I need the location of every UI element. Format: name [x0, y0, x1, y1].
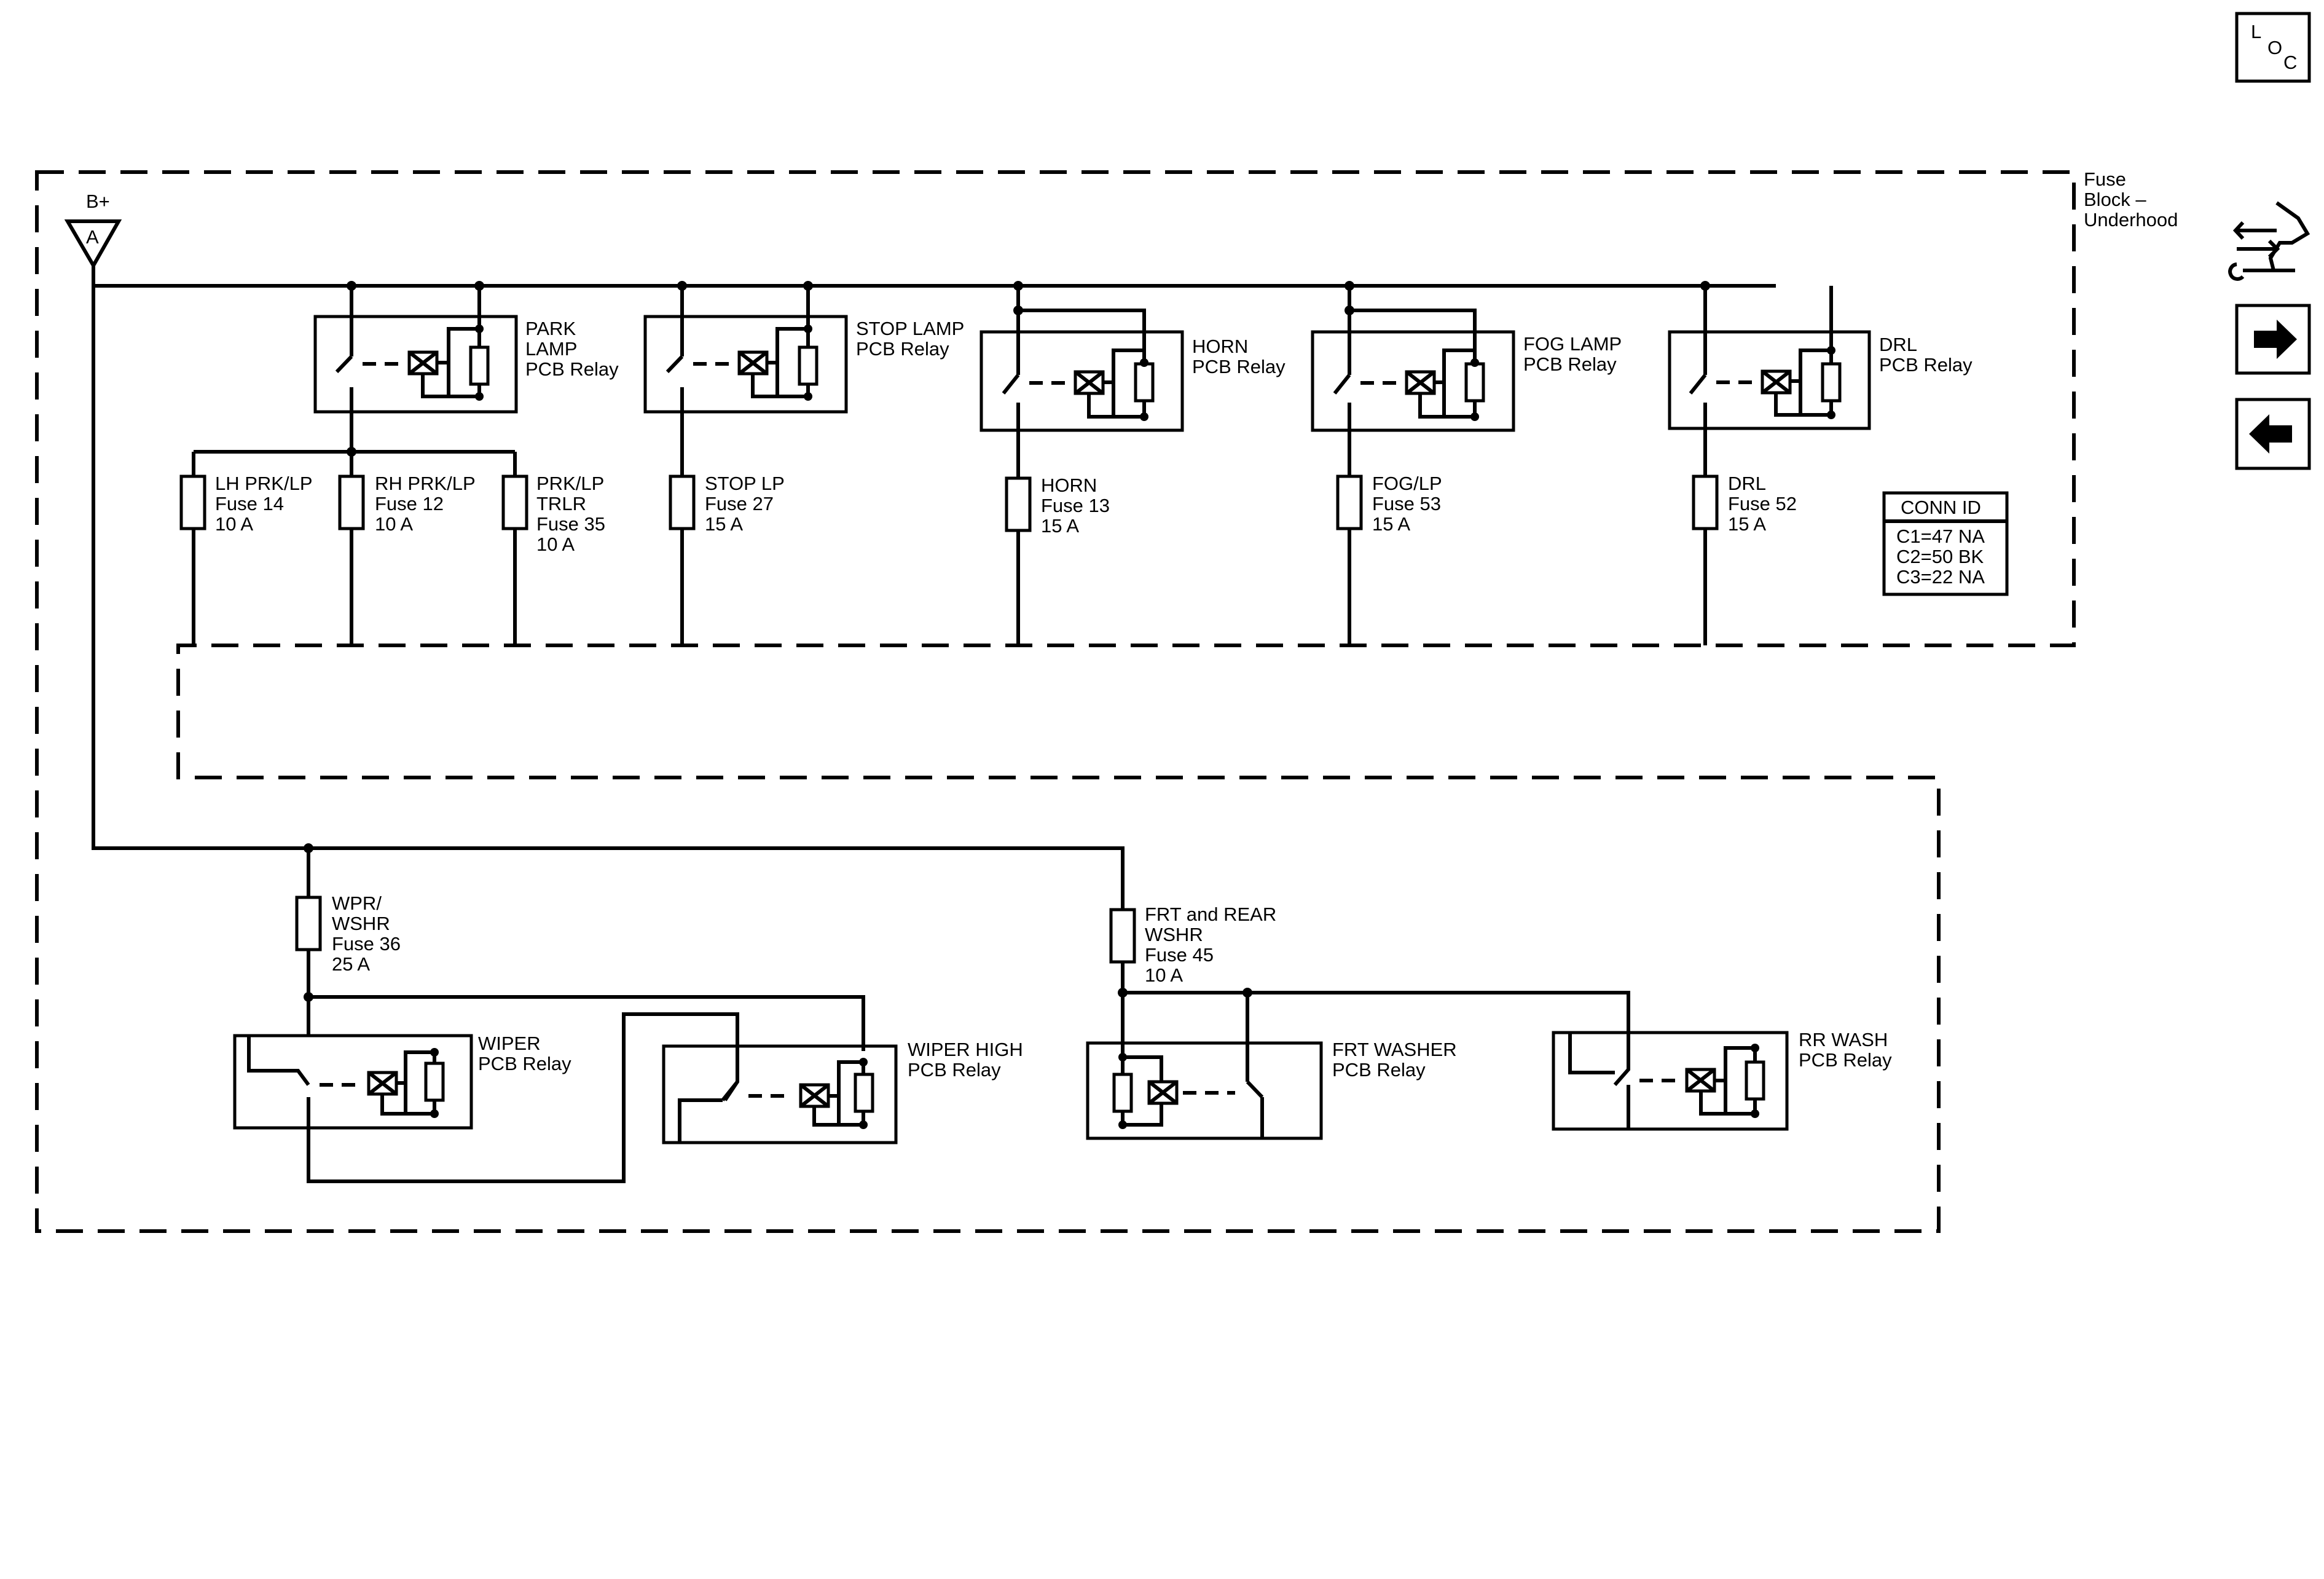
fog-fuse-label-3: 15 A — [1372, 513, 1410, 535]
drl-relay — [1668, 281, 1871, 645]
rr-wash-relay-label-2: PCB Relay — [1799, 1049, 1892, 1071]
prk-trlr-fuse-label-2: TRLR — [536, 493, 586, 514]
park-lamp-relay-label-1: PARK — [525, 318, 576, 339]
frt-rear-fuse-label-2: WSHR — [1145, 924, 1203, 945]
rh-prk-fuse-label-2: Fuse 12 — [375, 493, 444, 514]
wpr-fuse-label-3: Fuse 36 — [332, 933, 401, 955]
loc-icon-l: L — [2251, 21, 2261, 42]
frt-rear-fuse — [1109, 908, 1136, 964]
loc-button[interactable]: L O C — [2235, 12, 2311, 83]
park-lamp-relay — [192, 281, 518, 645]
wpr-fuse-label-1: WPR/ — [332, 892, 382, 914]
stop-lp-fuse-label-3: 15 A — [705, 513, 743, 535]
wiper-relay-label-1: WIPER — [478, 1033, 541, 1054]
rh-prk-fuse — [338, 474, 365, 530]
wpr-fuse-label-2: WSHR — [332, 913, 390, 934]
tool-icon[interactable] — [2228, 201, 2310, 281]
prk-trlr-fuse-label-1: PRK/LP — [536, 473, 604, 494]
loc-icon-o: O — [2267, 37, 2282, 58]
arrow-right-icon — [2254, 320, 2297, 359]
fog-lamp-relay-label-1: FOG LAMP — [1523, 333, 1622, 355]
wiper-high-relay-label-1: WIPER HIGH — [908, 1039, 1023, 1060]
wiper-high-relay-label-2: PCB Relay — [908, 1059, 1001, 1081]
stop-lamp-relay-label-1: STOP LAMP — [856, 318, 964, 339]
rr-wash-relay-label-1: RR WASH — [1799, 1029, 1888, 1050]
prk-trlr-fuse — [501, 474, 528, 530]
frt-rear-fuse-label-1: FRT and REAR — [1145, 904, 1276, 925]
conn-id-title: CONN ID — [1901, 497, 1981, 518]
wiper-relay-label-2: PCB Relay — [478, 1053, 571, 1074]
stop-lamp-relay-label-2: PCB Relay — [856, 338, 949, 360]
fog-lamp-relay-label-2: PCB Relay — [1523, 353, 1617, 375]
wpr-fuse-label-4: 25 A — [332, 953, 370, 975]
drl-relay-label-2: PCB Relay — [1879, 354, 1973, 376]
conn-id-c2: C2=50 BK — [1896, 546, 1984, 567]
main-wires — [92, 266, 1776, 910]
drl-relay-label-1: DRL — [1879, 334, 1917, 355]
stop-lp-fuse-label-1: STOP LP — [705, 473, 785, 494]
lh-prk-fuse-label-1: LH PRK/LP — [215, 473, 313, 494]
fuse-block-label-1: Fuse — [2084, 168, 2126, 190]
horn-fuse-label-2: Fuse 13 — [1041, 495, 1110, 516]
conn-id-c1: C1=47 NA — [1896, 526, 1985, 547]
fuse-block-label-2: Block – — [2084, 189, 2146, 210]
rh-prk-fuse-label-3: 10 A — [375, 513, 413, 535]
lh-prk-fuse-label-2: Fuse 14 — [215, 493, 284, 514]
drl-fuse-label-2: Fuse 52 — [1728, 493, 1797, 514]
source-label: B+ — [86, 191, 110, 212]
frt-washer-relay — [1086, 962, 1630, 1140]
horn-fuse — [1005, 476, 1032, 532]
park-lamp-relay-label-2: LAMP — [525, 338, 577, 360]
source-connector-id: A — [86, 226, 99, 248]
wpr-fuse — [295, 896, 322, 951]
prk-trlr-fuse-label-3: Fuse 35 — [536, 513, 605, 535]
lh-prk-fuse-label-3: 10 A — [215, 513, 253, 535]
frt-washer-relay-label-1: FRT WASHER — [1332, 1039, 1457, 1060]
rh-prk-fuse-label-1: RH PRK/LP — [375, 473, 476, 494]
fog-lamp-relay — [1311, 281, 1515, 645]
loc-icon-c: C — [2283, 52, 2297, 73]
stop-lp-fuse-label-2: Fuse 27 — [705, 493, 774, 514]
fog-fuse — [1336, 474, 1363, 530]
stop-lamp-relay — [643, 281, 848, 645]
horn-relay-label-2: PCB Relay — [1192, 356, 1286, 377]
horn-relay — [979, 281, 1184, 645]
wiper-relay — [233, 843, 865, 1183]
conn-id-c3: C3=22 NA — [1896, 566, 1985, 588]
prk-trlr-fuse-label-4: 10 A — [536, 534, 575, 555]
stop-lp-fuse — [669, 474, 696, 530]
drl-fuse-label-1: DRL — [1728, 473, 1766, 494]
fog-fuse-label-2: Fuse 53 — [1372, 493, 1441, 514]
frt-rear-fuse-label-4: 10 A — [1145, 964, 1183, 986]
drl-fuse — [1692, 474, 1719, 530]
fuse-block-label-3: Underhood — [2084, 209, 2178, 230]
arrow-left-icon — [2249, 414, 2292, 454]
horn-fuse-label-3: 15 A — [1041, 515, 1079, 537]
wiper-high-relay — [662, 1044, 898, 1144]
source-connector-triangle — [64, 219, 122, 270]
park-lamp-relay-label-3: PCB Relay — [525, 358, 619, 380]
fuse-block-outline — [35, 170, 2076, 1233]
frt-washer-relay-label-2: PCB Relay — [1332, 1059, 1426, 1081]
conn-id-box — [1882, 491, 2009, 596]
back-button[interactable] — [2235, 398, 2311, 470]
lh-prk-fuse — [179, 474, 206, 530]
rr-wash-relay — [1552, 1031, 1789, 1131]
drl-fuse-label-3: 15 A — [1728, 513, 1766, 535]
horn-fuse-label-1: HORN — [1041, 474, 1097, 496]
frt-rear-fuse-label-3: Fuse 45 — [1145, 944, 1214, 966]
next-button[interactable] — [2235, 304, 2311, 375]
fog-fuse-label-1: FOG/LP — [1372, 473, 1442, 494]
horn-relay-label-1: HORN — [1192, 336, 1248, 357]
